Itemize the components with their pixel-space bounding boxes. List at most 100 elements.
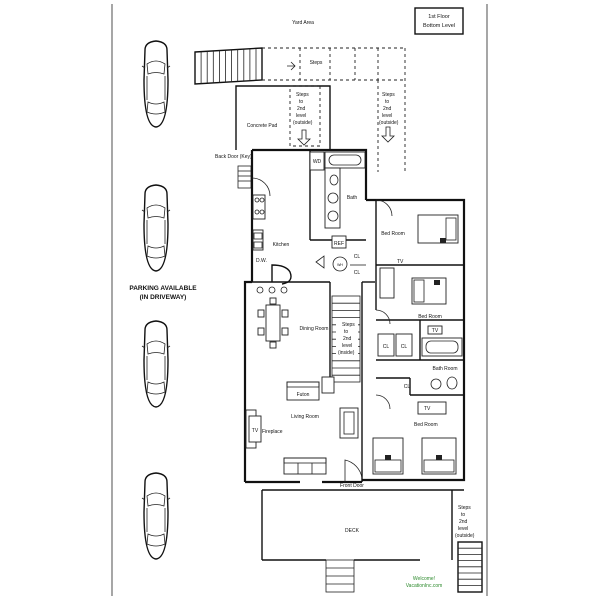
deck-label: DECK (345, 528, 360, 534)
parking-car-icon (141, 40, 171, 128)
bath1-toilet (329, 174, 339, 186)
watermark-line1: Welcome! (413, 576, 435, 582)
steps-inside-l4: level (342, 343, 352, 349)
stove (252, 194, 266, 220)
steps-outside-1-l4: level (296, 113, 306, 119)
inside-stairs: Steps to 2nd level (inside) (331, 295, 361, 383)
steps-outside-3: Steps to 2nd level (outside) (455, 505, 483, 593)
wh-label: WH (337, 263, 343, 267)
title-box: 1st Floor Bottom Level (414, 7, 464, 35)
bedroom2-tv2-label: TV (432, 328, 439, 334)
steps-outside-1-l5: (outside) (293, 120, 313, 126)
bedroom2-bed (411, 277, 447, 305)
steps-inside-l3: 2nd (343, 336, 352, 342)
parking-label: PARKING AVAILABLE (IN DRIVEWAY) (129, 285, 197, 301)
steps-outside-2-l2: to (385, 99, 389, 105)
concrete-pad-label: Concrete Pad (247, 123, 278, 129)
refrigerator (331, 235, 347, 249)
bath2-cl-label-2: CL (401, 344, 408, 350)
steps-outside-3-l3: 2nd (459, 519, 468, 525)
bath1-sink-2 (327, 210, 339, 222)
dw-label: D.W. (256, 258, 267, 264)
back-door-steps (237, 165, 252, 189)
steps-label: Steps (310, 60, 323, 66)
steps-outside-1-l3: 2nd (297, 106, 306, 112)
kitchen-sink (252, 229, 264, 251)
bedroom-2: TV Bed Room TV (375, 259, 447, 335)
bath1-sink-1 (327, 192, 339, 204)
deck: DECK (261, 489, 464, 593)
steps-outside-2-l3: 2nd (383, 106, 392, 112)
armchair (321, 376, 335, 394)
steps-outside-2-l5: (outside) (379, 120, 399, 126)
steps-outside-3-l5: (outside) (455, 533, 475, 539)
yard-area-label: Yard Area (292, 20, 314, 26)
bedroom2-closet (379, 267, 395, 299)
ref-label: REF (334, 241, 344, 247)
bedroom3-cl-label: CL (404, 384, 411, 390)
bedroom-3: CL TV Bed Room (372, 384, 457, 475)
dining-room: Dining Room (256, 286, 329, 349)
futon-label: Futon (297, 392, 310, 398)
steps-outside-1-l1: Steps (296, 92, 309, 98)
cl-label-1: CL (354, 254, 361, 260)
title-line2: Bottom Level (423, 23, 455, 29)
bedroom2-label: Bed Room (418, 314, 442, 320)
steps-inside-l2: to (344, 329, 348, 335)
steps-inside-l1: Steps (342, 322, 355, 328)
tv-cabinet (339, 407, 359, 439)
steps-outside-1-l2: to (299, 99, 303, 105)
living-room: Futon TV Fireplace Living Room (245, 376, 363, 482)
bath2-area: CL CL Bath Room (377, 333, 463, 390)
steps-outside-3-l2: to (461, 512, 465, 518)
steps-inside-l5: (inside) (338, 350, 355, 356)
bath2-cl-label-1: CL (383, 344, 390, 350)
steps-outside-2: Steps to 2nd level (outside) (379, 92, 399, 143)
house-walls (243, 148, 466, 484)
bedroom-1: Bed Room (375, 199, 459, 244)
dining-room-label: Dining Room (300, 326, 329, 332)
parking-car-icon (141, 320, 171, 408)
bedroom3-tv-label: TV (424, 406, 431, 412)
bedroom3-label: Bed Room (414, 422, 438, 428)
back-door-label: Back Door (Key) (215, 154, 252, 160)
dining-table (265, 304, 281, 342)
sofa (283, 457, 327, 475)
bedroom1-bed (417, 214, 459, 244)
bath1-label: Bath (347, 195, 358, 201)
living-room-label: Living Room (291, 414, 319, 420)
cl-label-2: CL (354, 270, 361, 276)
watermark-line2: VacationInc.com (406, 583, 443, 589)
bathtub-2 (421, 337, 463, 357)
title-line1: 1st Floor (428, 14, 450, 20)
bath2-label: Bath Room (432, 366, 457, 372)
concrete-pad: Concrete Pad (235, 85, 331, 150)
bedroom2-tv-label: TV (397, 259, 404, 265)
parking-cars (141, 40, 171, 560)
bath1-fixtures: WD Bath (309, 151, 366, 229)
steps-outside-2-l1: Steps (382, 92, 395, 98)
bath2-toilet (446, 376, 458, 390)
parking-car-icon (141, 184, 171, 272)
steps-outside-3-l4: level (458, 526, 468, 532)
steps-outside-2-l4: level (382, 113, 392, 119)
bath2-sink (430, 378, 442, 390)
parking-line1: PARKING AVAILABLE (129, 285, 197, 292)
parking-line2: (IN DRIVEWAY) (140, 294, 187, 301)
top-outside-stairs: Steps (194, 47, 406, 172)
fireplace-label: Fireplace (262, 429, 283, 435)
parking-car-icon (141, 472, 171, 560)
steps-outside-3-l1: Steps (458, 505, 471, 511)
kitchen-label: Kitchen (273, 242, 290, 248)
steps-outside-1: Steps to 2nd level (outside) (289, 85, 321, 147)
front-door-label: Front Door (340, 483, 364, 489)
watermark: Welcome! VacationInc.com (406, 576, 443, 589)
bedroom1-label: Bed Room (381, 231, 405, 237)
wd-label: WD (313, 159, 322, 165)
fireplace-tv-label: TV (252, 428, 259, 434)
wd-box (309, 151, 325, 171)
kitchen-fixtures: Kitchen D.W. REF WH CL CL (251, 177, 366, 285)
kitchen-counter (271, 264, 292, 285)
bathtub-1 (324, 151, 366, 169)
